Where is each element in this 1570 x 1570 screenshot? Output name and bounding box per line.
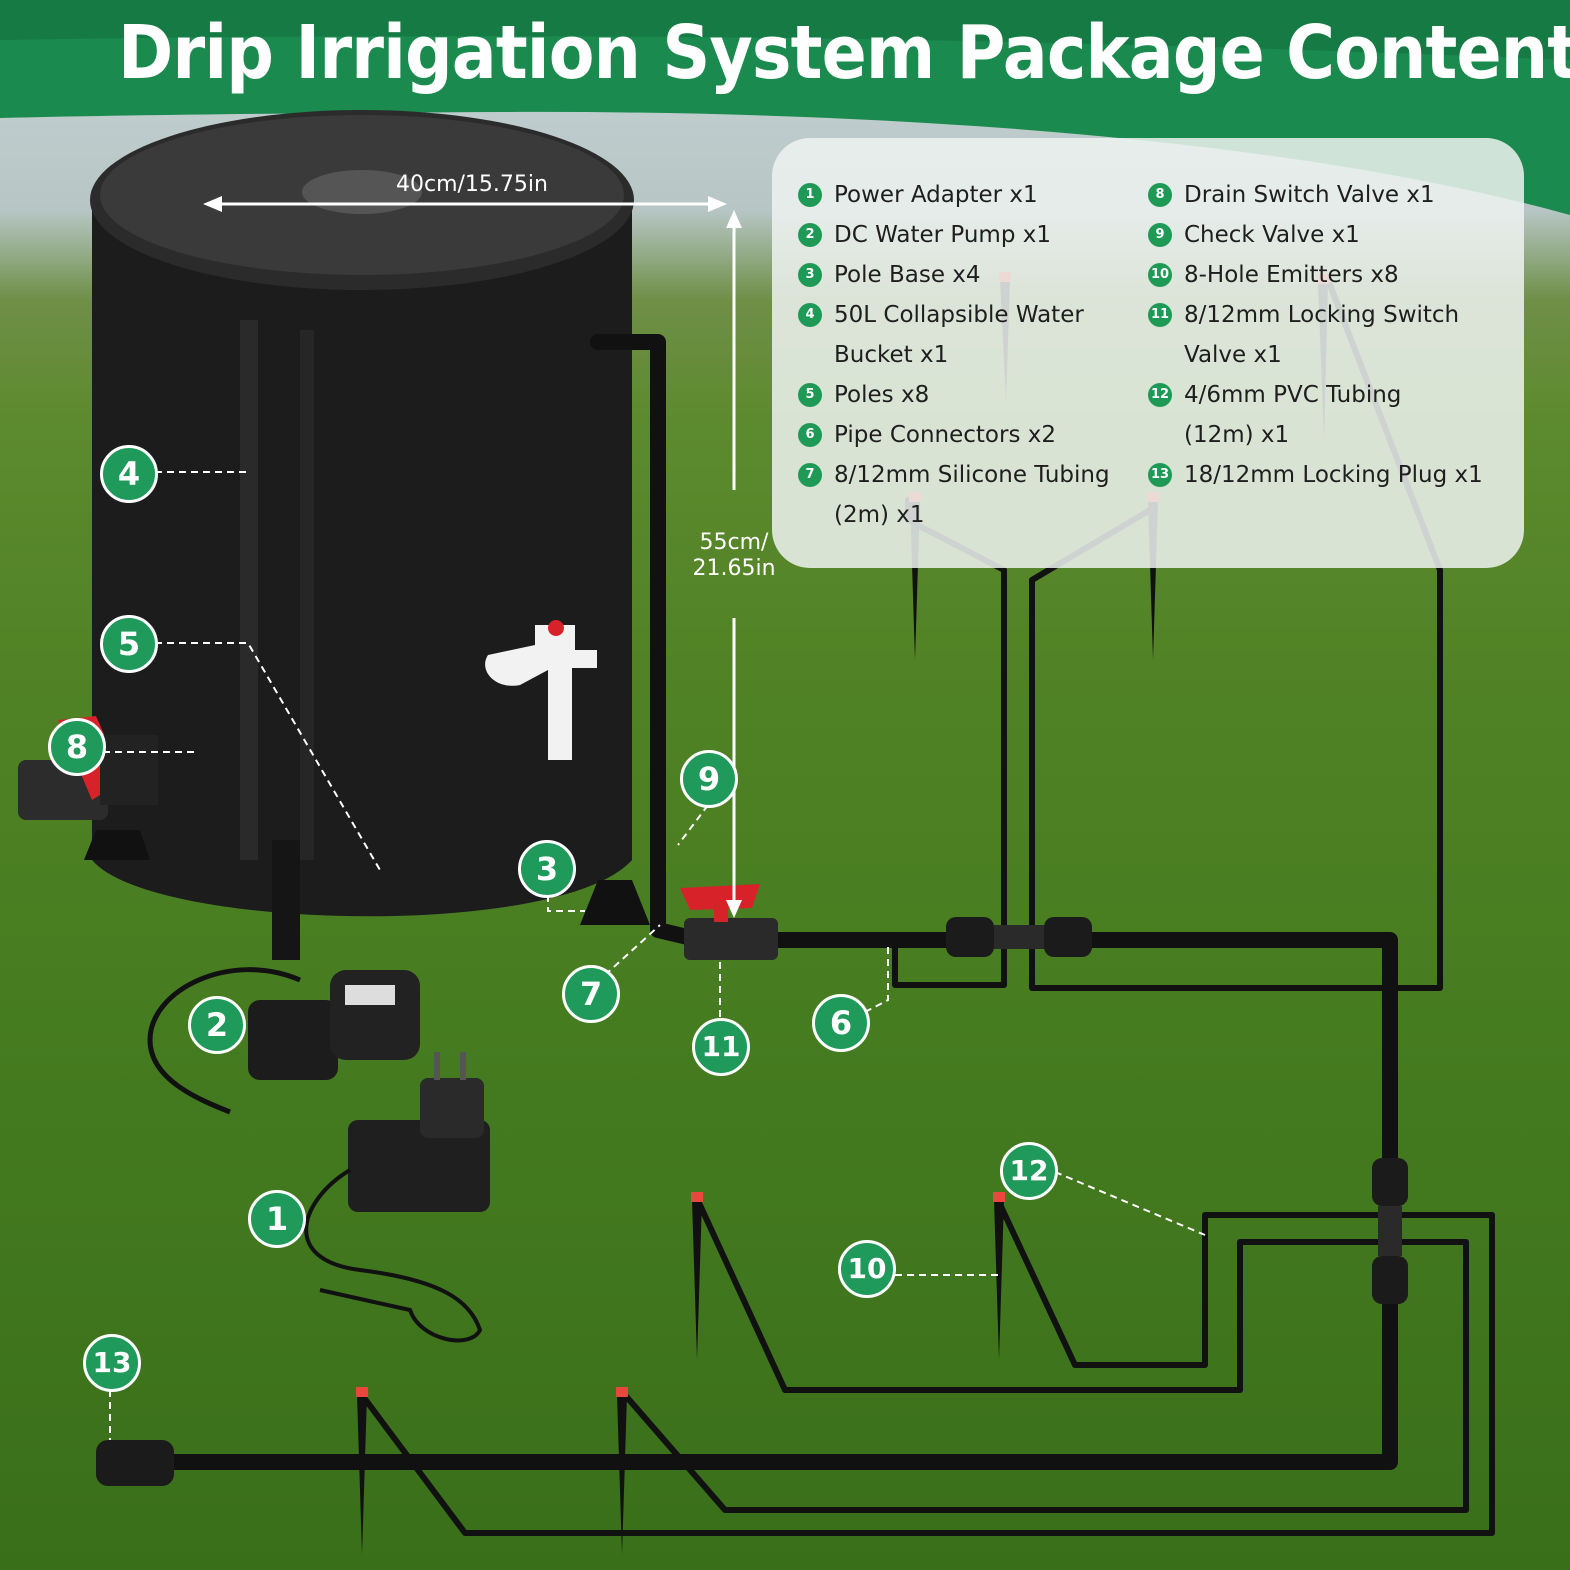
item-number-badge: 3 [798, 263, 822, 287]
item-label: 4/6mm PVC Tubing (12m) x1 [1184, 382, 1402, 448]
contents-item: 11 8/12mm Locking Switch Valve x1 [1148, 295, 1459, 375]
water-pump [147, 967, 420, 1115]
item-label: Check Valve x1 [1184, 222, 1360, 248]
item-label: Drain Switch Valve x1 [1184, 182, 1435, 208]
callout-badge-7: 7 [562, 965, 620, 1023]
callout-badge-3: 3 [518, 840, 576, 898]
contents-item: 7 8/12mm Silicone Tubing (2m) x1 [798, 455, 1110, 535]
item-label: 8/12mm Locking Switch Valve x1 [1184, 302, 1460, 368]
contents-item: 3 Pole Base x4 [798, 255, 981, 295]
item-label: 18/12mm Locking Plug x1 [1184, 462, 1483, 488]
callout-badge-10: 10 [838, 1240, 896, 1298]
item-number-badge: 10 [1148, 263, 1172, 287]
width-dimension: 40cm/15.75in [396, 172, 548, 197]
dimension-arrows [203, 196, 742, 918]
item-label: Poles x8 [834, 382, 930, 408]
callout-badge-13: 13 [83, 1334, 141, 1392]
height-dimension: 55cm/ 21.65in [692, 530, 776, 581]
power-adapter [304, 1052, 490, 1343]
callout-badge-4: 4 [100, 445, 158, 503]
item-label: 50L Collapsible Water Bucket x1 [834, 302, 1084, 368]
item-label: 8/12mm Silicone Tubing (2m) x1 [834, 462, 1110, 528]
callout-badge-11: 11 [692, 1018, 750, 1076]
leader-lines [103, 471, 1206, 1440]
contents-item: 13 18/12mm Locking Plug x1 [1148, 455, 1483, 495]
contents-item: 6 Pipe Connectors x2 [798, 415, 1056, 455]
callout-badge-9: 9 [680, 750, 738, 808]
callout-badge-1: 1 [248, 1190, 306, 1248]
item-label: Power Adapter x1 [834, 182, 1038, 208]
callout-badge-6: 6 [812, 994, 870, 1052]
contents-item: 5 Poles x8 [798, 375, 929, 415]
locking-switch-valve [680, 884, 778, 960]
header-banner [0, 0, 1570, 215]
item-number-badge: 11 [1148, 303, 1172, 327]
callout-badge-5: 5 [100, 615, 158, 673]
item-number-badge: 6 [798, 423, 822, 447]
item-label: Pole Base x4 [834, 262, 981, 288]
callout-badge-12: 12 [1000, 1142, 1058, 1200]
water-bucket [18, 110, 650, 960]
contents-item: 8 Drain Switch Valve x1 [1148, 175, 1435, 215]
item-number-badge: 12 [1148, 383, 1172, 407]
item-number-badge: 1 [798, 183, 822, 207]
item-number-badge: 13 [1148, 463, 1172, 487]
item-number-badge: 8 [1148, 183, 1172, 207]
item-number-badge: 5 [798, 383, 822, 407]
item-number-badge: 9 [1148, 223, 1172, 247]
item-number-badge: 2 [798, 223, 822, 247]
contents-item: 12 4/6mm PVC Tubing (12m) x1 [1148, 375, 1401, 455]
item-number-badge: 4 [798, 303, 822, 327]
contents-item: 10 8-Hole Emitters x8 [1148, 255, 1399, 295]
contents-item: 1 Power Adapter x1 [798, 175, 1038, 215]
page-title: Drip Irrigation System Package Contents [118, 10, 1570, 96]
item-number-badge: 7 [798, 463, 822, 487]
callout-badge-8: 8 [48, 718, 106, 776]
contents-item: 4 50L Collapsible Water Bucket x1 [798, 295, 1084, 375]
item-label: 8-Hole Emitters x8 [1184, 262, 1399, 288]
pipe-connectors [96, 917, 1408, 1486]
callout-badge-2: 2 [188, 996, 246, 1054]
contents-item: 2 DC Water Pump x1 [798, 215, 1051, 255]
item-label: DC Water Pump x1 [834, 222, 1051, 248]
contents-panel [772, 138, 1524, 568]
contents-item: 9 Check Valve x1 [1148, 215, 1360, 255]
item-label: Pipe Connectors x2 [834, 422, 1056, 448]
